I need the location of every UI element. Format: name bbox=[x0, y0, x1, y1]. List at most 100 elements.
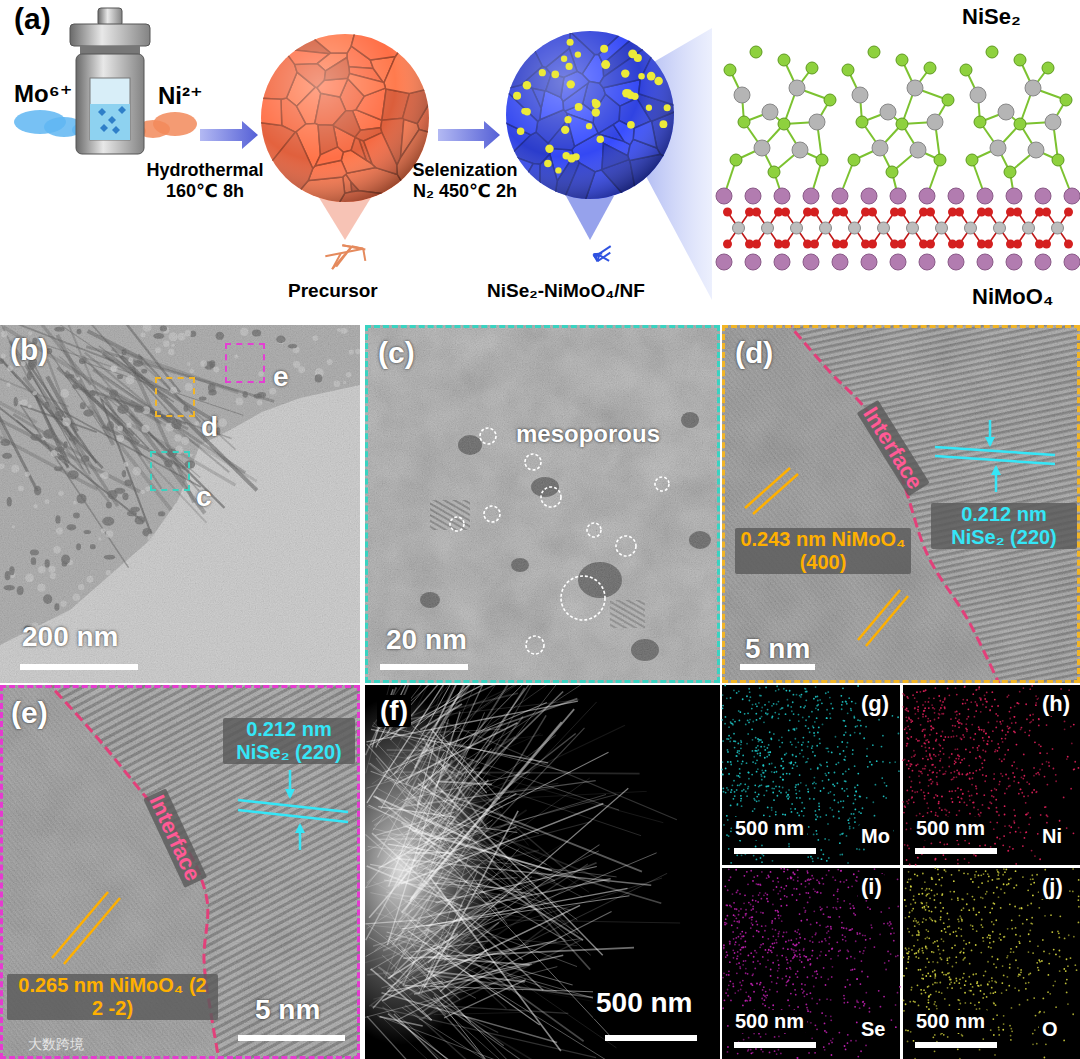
element-map bbox=[931, 783, 933, 785]
element-map bbox=[728, 726, 730, 728]
element-map bbox=[759, 785, 761, 787]
product-sphere bbox=[551, 71, 559, 79]
element-map bbox=[764, 757, 766, 759]
crystal-structure bbox=[896, 54, 908, 66]
product-sphere bbox=[566, 196, 614, 240]
precursor-icon bbox=[363, 249, 365, 261]
element-map bbox=[885, 797, 887, 799]
element-map bbox=[759, 755, 761, 757]
element-map bbox=[1035, 695, 1037, 697]
element-map bbox=[929, 769, 931, 771]
element-map bbox=[790, 741, 792, 743]
element-map bbox=[946, 843, 948, 845]
element-map bbox=[866, 748, 868, 750]
haadf-image bbox=[412, 811, 555, 881]
element-map bbox=[817, 768, 819, 770]
element-map bbox=[822, 780, 824, 782]
element-map bbox=[767, 806, 769, 808]
precursor-sphere bbox=[318, 196, 372, 240]
pore-marker bbox=[616, 536, 636, 556]
element-map bbox=[897, 716, 899, 718]
element-map bbox=[771, 717, 773, 719]
lattice-marker bbox=[52, 892, 108, 958]
element-map bbox=[722, 694, 724, 696]
element-map bbox=[756, 719, 758, 721]
element-map bbox=[763, 814, 765, 816]
element-map bbox=[857, 773, 859, 775]
product-sphere bbox=[524, 108, 531, 115]
element-map bbox=[746, 795, 748, 797]
tem-image bbox=[365, 325, 720, 683]
element-map bbox=[811, 858, 813, 860]
element-map bbox=[831, 809, 833, 811]
element-map bbox=[914, 708, 916, 710]
element-map bbox=[920, 724, 922, 726]
crystal-structure bbox=[974, 116, 986, 128]
crystal-structure bbox=[803, 254, 819, 270]
autoclave-symbol bbox=[70, 24, 150, 46]
product-sphere bbox=[555, 167, 561, 173]
element-map bbox=[994, 843, 996, 845]
element-map bbox=[800, 706, 802, 708]
element-map bbox=[957, 859, 959, 861]
element-map bbox=[831, 751, 833, 753]
element-map bbox=[786, 796, 788, 798]
product-sphere bbox=[564, 116, 571, 123]
element-map bbox=[817, 767, 819, 769]
element-map bbox=[934, 859, 936, 861]
crystal-structure bbox=[803, 188, 819, 204]
haadf-image bbox=[437, 1007, 502, 1059]
element-map bbox=[737, 760, 739, 762]
element-map bbox=[801, 694, 803, 696]
pore-marker bbox=[655, 477, 669, 491]
element-map bbox=[842, 687, 844, 689]
crystal-structure bbox=[1052, 154, 1064, 166]
element-map bbox=[845, 771, 847, 773]
element-map bbox=[988, 736, 990, 738]
element-map bbox=[761, 716, 763, 718]
element-map bbox=[764, 776, 766, 778]
element-map bbox=[745, 791, 747, 793]
haadf-image bbox=[400, 777, 552, 913]
element-map bbox=[726, 834, 728, 836]
element-map bbox=[748, 722, 750, 724]
element-map bbox=[748, 786, 750, 788]
element-map bbox=[817, 704, 819, 706]
element-map bbox=[728, 848, 730, 850]
element-map bbox=[956, 769, 958, 771]
element-map bbox=[872, 744, 874, 746]
haadf-image bbox=[367, 969, 435, 975]
element-map bbox=[841, 708, 843, 710]
element-map bbox=[964, 702, 966, 704]
crystal-structure bbox=[730, 154, 742, 166]
product-sphere bbox=[506, 31, 674, 199]
crystal-structure bbox=[986, 46, 998, 58]
element-map bbox=[857, 719, 859, 721]
tem-image bbox=[0, 325, 360, 683]
element-map bbox=[847, 862, 849, 864]
autoclave-symbol bbox=[76, 54, 144, 154]
autoclave-symbol bbox=[112, 126, 120, 134]
element-map bbox=[929, 755, 931, 757]
element-map bbox=[1018, 827, 1020, 829]
element-map bbox=[814, 735, 816, 737]
element-map bbox=[919, 782, 921, 784]
element-map bbox=[830, 703, 832, 705]
element-map bbox=[820, 849, 822, 851]
element-map bbox=[850, 709, 852, 711]
crystal-structure bbox=[878, 222, 890, 234]
element-map bbox=[849, 734, 851, 736]
element-map bbox=[839, 854, 841, 856]
element-map bbox=[753, 756, 755, 758]
element-map bbox=[755, 713, 757, 715]
element-map bbox=[824, 838, 826, 840]
crystal-structure bbox=[868, 46, 880, 58]
crystal-structure bbox=[856, 116, 868, 128]
element-map bbox=[920, 789, 922, 791]
element-map bbox=[762, 765, 764, 767]
element-map bbox=[765, 687, 767, 689]
element-map bbox=[866, 797, 868, 799]
element-map bbox=[758, 741, 760, 743]
element-map bbox=[796, 765, 798, 767]
product-sphere bbox=[561, 56, 567, 62]
